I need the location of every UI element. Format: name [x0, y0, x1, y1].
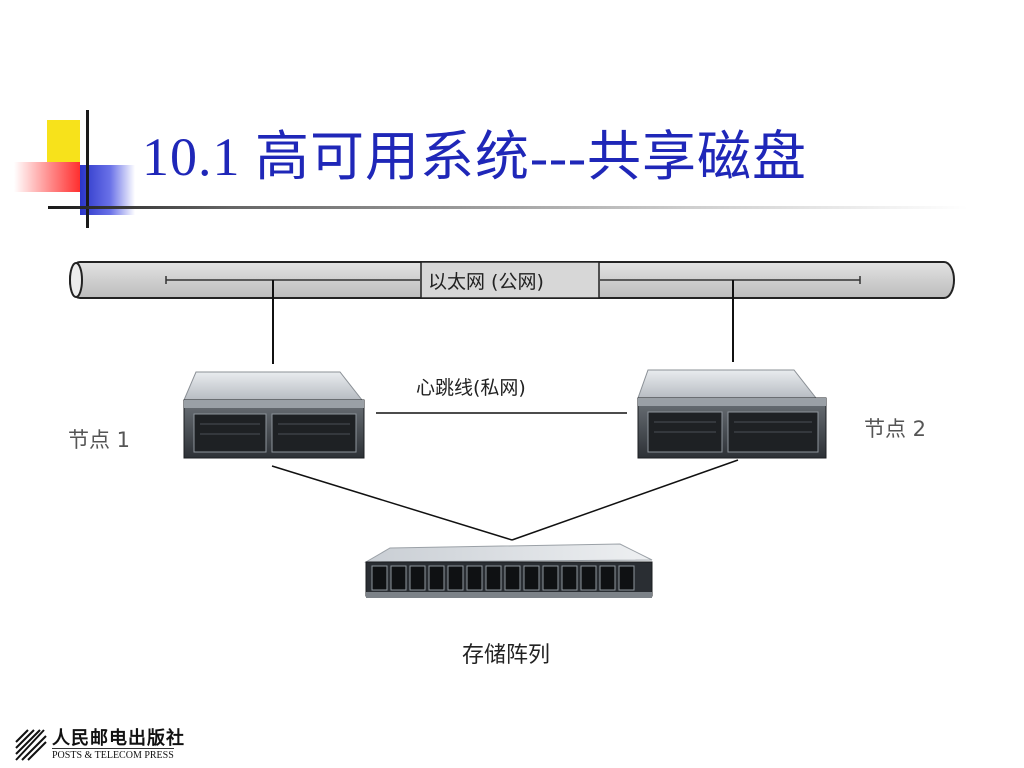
- public-network-label: 以太网 (公网): [428, 271, 544, 293]
- storage-label: 存储阵列: [462, 643, 550, 668]
- node1-label: 节点 1: [68, 428, 130, 452]
- storage-array-icon: [364, 543, 653, 598]
- node2-server-icon: [637, 369, 827, 459]
- title-deco-red-bar: [14, 162, 80, 192]
- publisher-name-cn: 人民邮电出版社: [52, 728, 185, 749]
- title-underline: [48, 206, 968, 209]
- title-deco-vertical-line: [86, 110, 89, 228]
- publisher-name-en: POSTS & TELECOM PRESS: [52, 748, 174, 761]
- publisher-mark-icon: [15, 729, 47, 761]
- heartbeat-label: 心跳线(私网): [416, 377, 526, 399]
- publisher-logo: 人民邮电出版社 POSTS & TELECOM PRESS: [10, 722, 220, 764]
- page-title: 10.1 高可用系统---共享磁盘: [142, 127, 807, 187]
- node2-label: 节点 2: [864, 417, 926, 441]
- title-deco-yellow-square: [47, 120, 80, 162]
- node1-server-icon: [183, 371, 365, 459]
- node2-storage-link: [511, 459, 739, 541]
- node1-storage-link: [271, 465, 513, 541]
